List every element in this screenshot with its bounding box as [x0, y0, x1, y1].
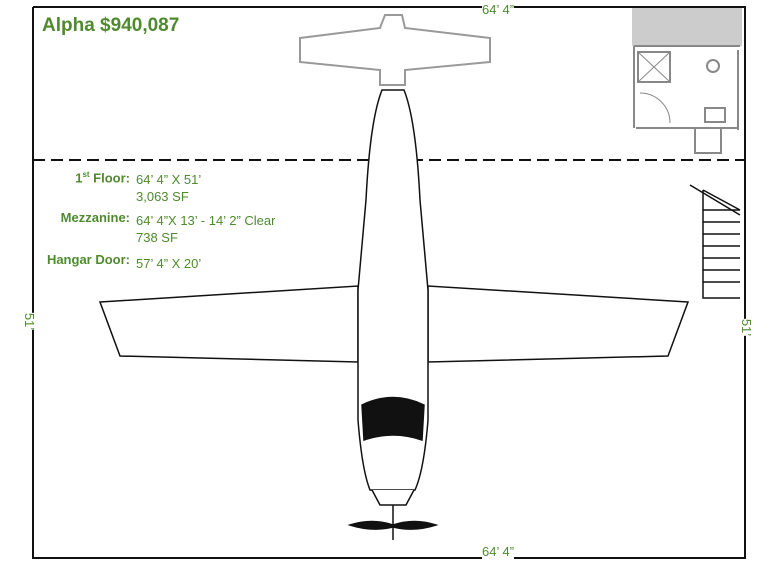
unit-title: Alpha $940,087	[42, 15, 180, 36]
cockpit-window	[361, 396, 425, 442]
top-dimension: 64’ 4”	[482, 2, 515, 17]
bottom-dimension: 64’ 4”	[482, 544, 515, 559]
toilet	[706, 59, 720, 73]
right-dimension: 51’	[739, 318, 755, 337]
left-wing	[98, 285, 359, 363]
shower	[637, 51, 671, 83]
airplane-tail	[299, 14, 491, 86]
floor-drain	[694, 127, 722, 154]
hangar-door-value: 57’ 4” X 20’	[136, 256, 202, 271]
sink	[704, 107, 726, 123]
first-floor-value: 64’ 4” X 51’3,063 SF	[136, 172, 202, 204]
bathroom	[632, 8, 742, 154]
first-floor-label: 1st Floor:	[75, 170, 130, 186]
mezzanine-label: Mezzanine:	[60, 210, 130, 225]
fuselage	[357, 89, 429, 491]
stairs	[689, 184, 741, 299]
hangar-door-label: Hangar Door:	[46, 252, 130, 267]
airplane	[98, 89, 690, 540]
right-wing	[427, 285, 690, 363]
mezzanine-hatch	[632, 8, 742, 46]
left-dimension: 51’	[22, 312, 38, 331]
